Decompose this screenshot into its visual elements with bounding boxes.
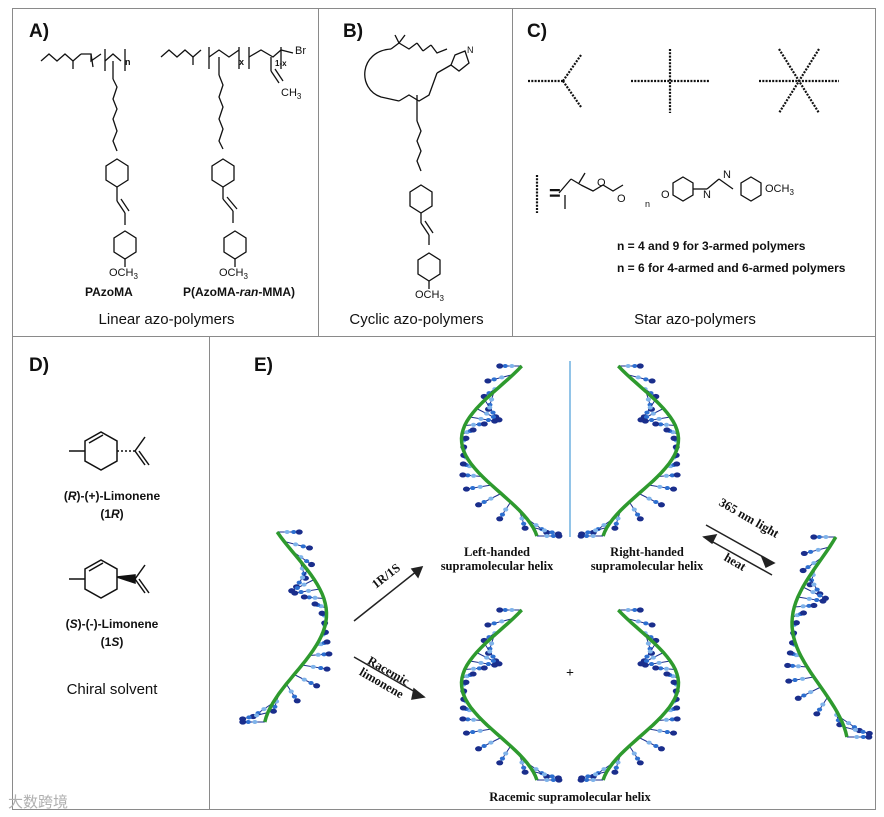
- panel-b-caption: Cyclic azo-polymers: [349, 311, 484, 328]
- right-helix-line1: Right-handed: [610, 545, 684, 559]
- panel-a: A): [12, 8, 319, 337]
- racemic-helix-right: [577, 607, 681, 783]
- watermark: 大数跨境: [8, 793, 69, 811]
- right-helix-line2: supramolecular helix: [590, 559, 704, 573]
- panel-a-label: A): [29, 21, 50, 42]
- limonene-s-code: (1S): [100, 635, 124, 649]
- prm-1x-subscript: 1-x: [275, 59, 287, 68]
- final-helix: [784, 534, 873, 740]
- star-note-1: n = 4 and 9 for 3-armed polymers: [617, 239, 806, 253]
- prm-ch3-label: CH3: [281, 87, 302, 102]
- panel-e-label: E): [254, 355, 273, 376]
- arrow-up: [353, 566, 423, 622]
- right-helix-caption: Right-handed supramolecular helix: [572, 545, 722, 573]
- panel-a-caption: Linear azo-polymers: [98, 311, 235, 328]
- arrow-down: [353, 656, 425, 698]
- star-o1: O: [597, 177, 606, 189]
- left-helix-line1: Left-handed: [464, 545, 530, 559]
- paz-och3-label: OCH3: [109, 267, 138, 282]
- panel-d-label: D): [29, 355, 50, 376]
- star-o3: O: [661, 189, 670, 201]
- cyclic-structure: [364, 34, 470, 289]
- star-n1: N: [703, 189, 711, 201]
- paz-n-subscript: n: [125, 57, 131, 67]
- racemic-helix-left: [459, 607, 563, 783]
- panel-c: C): [512, 8, 876, 337]
- star-equals: =: [549, 183, 561, 205]
- prm-name: P(AzoMA-ran-MMA): [183, 285, 295, 299]
- panel-c-label: C): [527, 21, 548, 42]
- star-n-sub: n: [645, 199, 651, 209]
- prm-x-subscript: x: [239, 57, 245, 67]
- star-och3: OCH3: [765, 183, 794, 198]
- panel-d-caption: Chiral solvent: [66, 681, 158, 698]
- limonene-r-name: (R)-(+)-Limonene: [63, 489, 161, 503]
- pazoma-name: PAzoMA: [85, 285, 133, 299]
- paz-structure: [40, 47, 294, 267]
- left-helix-line2: supramolecular helix: [440, 559, 554, 573]
- initial-helix: [239, 529, 333, 725]
- right-handed-helix: [577, 363, 681, 539]
- cyclic-n-label: N: [467, 45, 474, 55]
- prm-och3-label: OCH3: [219, 267, 248, 282]
- racemic-helix-caption: Racemic supramolecular helix: [489, 790, 651, 804]
- star-note-2: n = 6 for 4-armed and 6-armed polymers: [617, 261, 846, 275]
- limonene-r-structure: [69, 431, 150, 599]
- panel-b-label: B): [343, 21, 364, 42]
- left-handed-helix: [459, 363, 563, 539]
- cyclic-och3-label: OCH3: [415, 289, 444, 304]
- star-shapes: [527, 48, 839, 213]
- panel-d: D) (R)-(+)-Limonene (1R) (S)-(-)-Limonen…: [12, 336, 210, 810]
- prm-br-label: Br: [295, 45, 306, 57]
- plus-sign: +: [566, 666, 574, 681]
- star-o2: O: [617, 193, 626, 205]
- panel-e: E) Left-handed supramolecular helix Righ…: [209, 336, 876, 810]
- panel-b: B) N OCH3 Cyclic azo-polymers: [318, 8, 513, 337]
- star-n2: N: [723, 169, 731, 181]
- helix-illustration: [239, 361, 873, 783]
- limonene-s-name: (S)-(-)-Limonene: [65, 617, 159, 631]
- arrow-back: [703, 536, 773, 576]
- left-helix-caption: Left-handed supramolecular helix: [422, 545, 572, 573]
- limonene-r-code: (1R): [100, 507, 124, 521]
- panel-c-caption: Star azo-polymers: [634, 311, 756, 328]
